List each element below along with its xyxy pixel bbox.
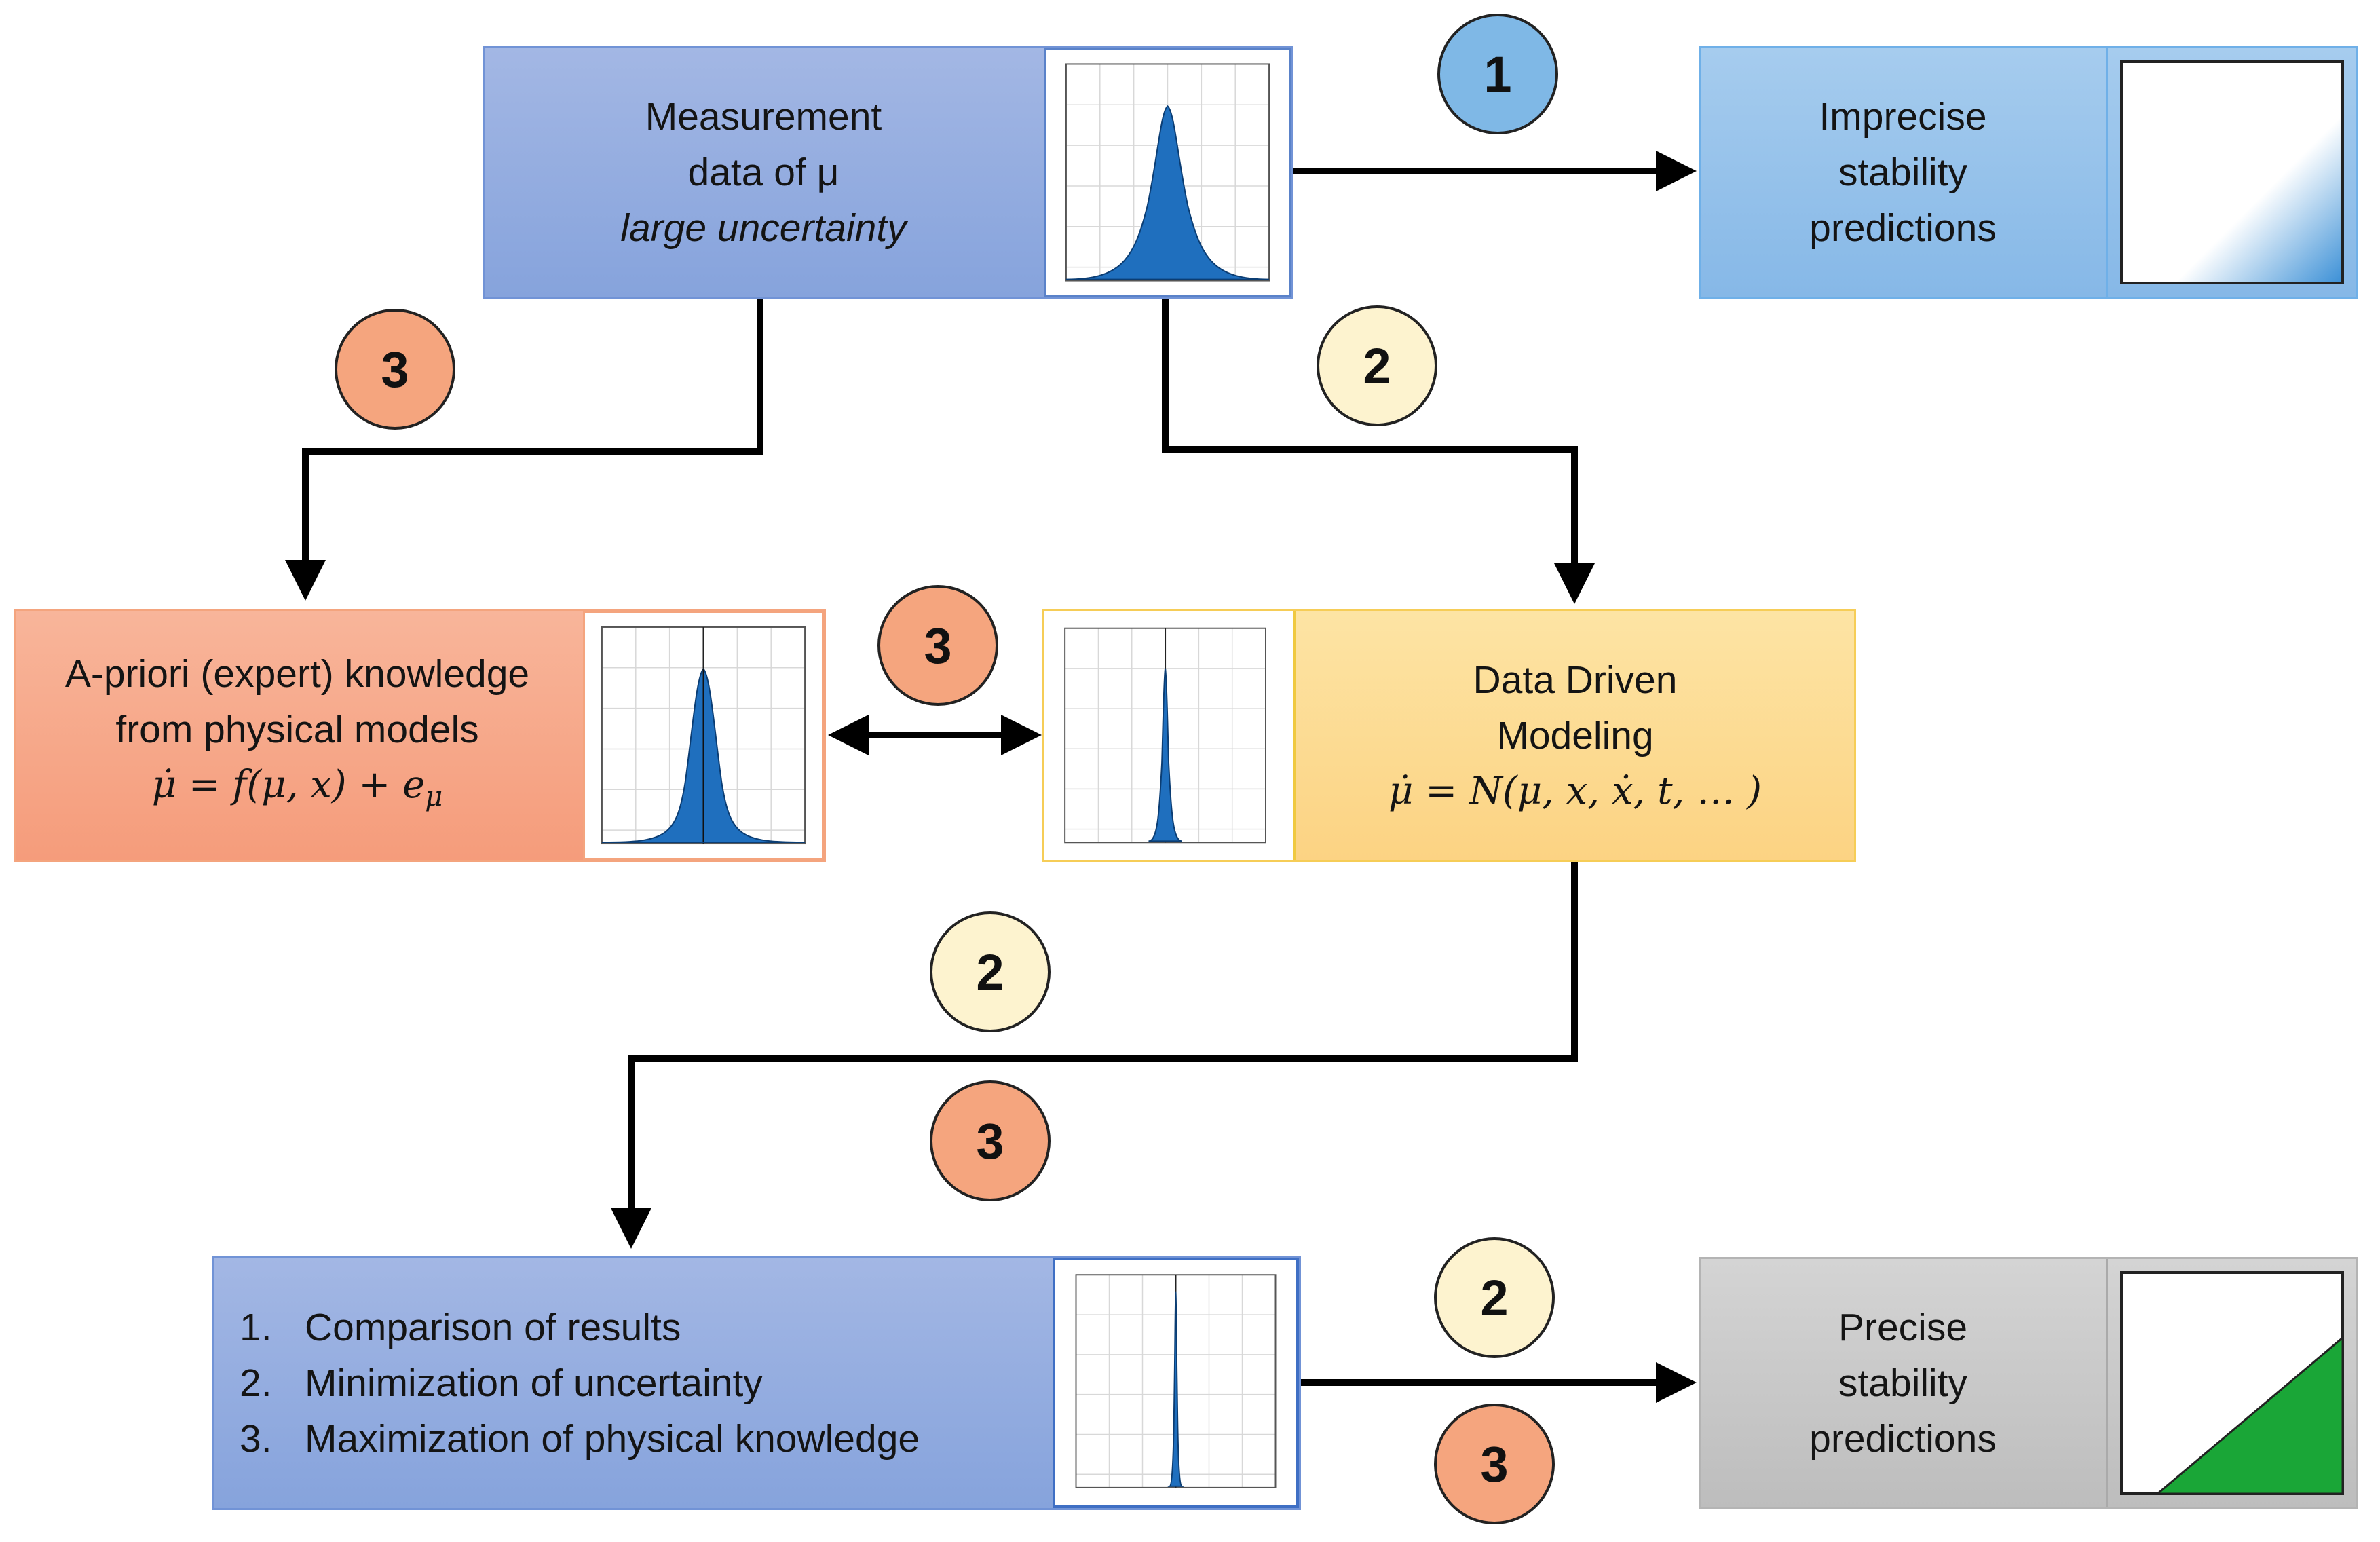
list-item: 2. Minimization of uncertainty [240,1355,763,1411]
step-badge-1: 1 [1437,14,1558,134]
gaussian-distribution-icon [1044,611,1296,860]
imprecise-line3: predictions [1809,206,1997,250]
step-badge-2: 2 [930,911,1051,1032]
imprecise-predictions-box: Imprecise stability predictions [1699,46,2358,299]
wide-distribution-plot [1065,63,1270,282]
data-driven-text: Data Driven Modeling μ̇ = N(μ, x, ẋ, t, … [1296,611,1854,860]
apriori-knowledge-box: A-priori (expert) knowledge from physica… [14,609,826,862]
list-item-text: Minimization of uncertainty [305,1361,763,1405]
gaussian-distribution-icon [1053,1258,1299,1508]
measurement-line3: large uncertainty [620,206,907,250]
apriori-text: A-priori (expert) knowledge from physica… [16,611,579,860]
apriori-formula-sub: μ [425,781,443,813]
list-item: 1. Comparison of results [240,1300,681,1355]
step-badge-3: 3 [930,1080,1051,1201]
imprecise-gradient-plot [2120,60,2344,284]
list-item-number: 1. [240,1305,272,1349]
list-item-text: Maximization of physical knowledge [305,1416,920,1461]
list-item-number: 3. [240,1416,272,1461]
precise-triangle-plot [2120,1271,2344,1495]
narrow-distribution-plot [1064,627,1266,844]
green-triangle-icon [2106,1259,2356,1507]
apriori-line2: from physical models [115,707,479,751]
step-badge-2: 2 [1434,1237,1555,1358]
data-driven-line2: Modeling [1496,713,1654,757]
apriori-line1: A-priori (expert) knowledge [64,652,530,696]
imprecise-text: Imprecise stability predictions [1701,48,2105,297]
list-item-number: 2. [240,1361,272,1405]
measurement-line2: data of μ [687,151,839,194]
list-item-text: Comparison of results [305,1305,681,1349]
very-narrow-distribution-plot [1075,1274,1277,1488]
precise-line3: predictions [1809,1417,1997,1461]
data-driven-formula: μ̇ = N(μ, x, ẋ, t, … ) [1389,768,1762,813]
gaussian-distribution-icon [583,611,824,860]
list-item: 3. Maximization of physical knowledge [240,1411,920,1467]
arrow-datadriven-to-comparison [611,861,1578,1249]
step-badge-3: 3 [335,309,455,430]
apriori-formula: μ̇ = f(μ, x) + eμ [152,757,443,825]
measurement-text: Measurement data of μ large uncertainty [485,48,1042,297]
data-driven-line1: Data Driven [1473,658,1678,702]
step-badge-3: 3 [877,585,998,706]
comparison-box: 1. Comparison of results 2. Minimization… [212,1256,1301,1510]
precise-predictions-box: Precise stability predictions [1699,1257,2358,1509]
gradient-square-icon [2106,48,2356,297]
precise-text: Precise stability predictions [1701,1259,2105,1507]
comparison-list: 1. Comparison of results 2. Minimization… [214,1258,1049,1508]
measurement-box: Measurement data of μ large uncertainty [483,46,1293,299]
arrow-measurement-to-datadriven [1162,293,1595,604]
step-badge-2: 2 [1317,305,1437,426]
apriori-formula-main: μ̇ = f(μ, x) + e [151,762,426,807]
imprecise-line1: Imprecise [1819,95,1987,138]
gaussian-distribution-icon [1044,48,1291,297]
measurement-line1: Measurement [645,95,882,138]
precise-line1: Precise [1838,1306,1968,1349]
imprecise-line2: stability [1838,151,1968,194]
arrow-measurement-to-apriori [285,299,763,601]
data-driven-modeling-box: Data Driven Modeling μ̇ = N(μ, x, ẋ, t, … [1042,609,1856,862]
step-badge-3: 3 [1434,1404,1555,1524]
precise-line2: stability [1838,1361,1968,1405]
medium-distribution-plot [601,626,806,845]
